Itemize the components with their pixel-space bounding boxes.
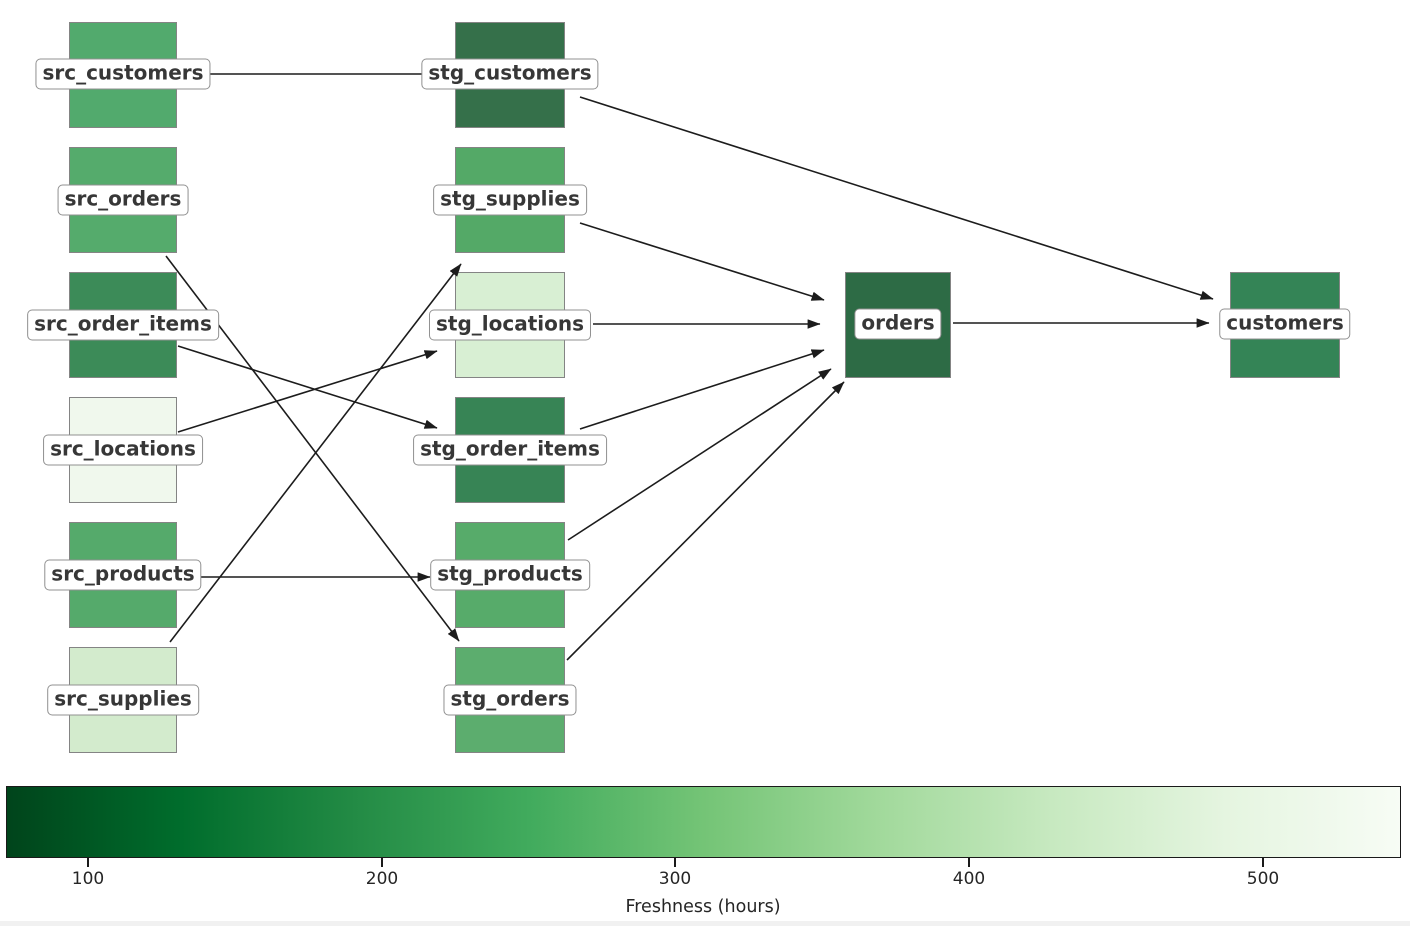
- colorbar-axis-label: Freshness (hours): [625, 897, 781, 917]
- node-label-stg_locations: stg_locations: [428, 309, 592, 341]
- edge-stg_customers-customers: [579, 96, 1214, 300]
- colorbar-tick-label-300: 300: [658, 869, 692, 889]
- node-label-customers: customers: [1219, 308, 1351, 340]
- bottom-strip: [0, 921, 1410, 926]
- node-label-stg_orders: stg_orders: [443, 684, 577, 716]
- colorbar-tick-200: [381, 858, 383, 867]
- freshness-colorbar: [6, 786, 1401, 858]
- colorbar-tick-label-500: 500: [1246, 869, 1280, 889]
- node-label-stg_products: stg_products: [430, 559, 590, 591]
- colorbar-tick-100: [87, 858, 89, 867]
- node-label-orders: orders: [854, 308, 942, 340]
- colorbar-tick-500: [1262, 858, 1264, 867]
- node-label-src_orders: src_orders: [57, 184, 189, 216]
- colorbar-tick-label-400: 400: [952, 869, 986, 889]
- edge-src_locations-stg_locations: [177, 350, 438, 433]
- edge-stg_supplies-orders: [579, 222, 825, 301]
- edge-stg_order_items-orders: [579, 349, 825, 430]
- edge-src_supplies-stg_supplies: [169, 263, 462, 643]
- node-label-src_locations: src_locations: [43, 434, 203, 466]
- edge-stg_orders-orders: [566, 381, 845, 661]
- colorbar-tick-300: [674, 858, 676, 867]
- colorbar-tick-label-100: 100: [71, 869, 105, 889]
- edge-src_order_items-stg_order_items: [177, 345, 438, 429]
- node-label-stg_order_items: stg_order_items: [413, 434, 607, 466]
- node-label-src_customers: src_customers: [35, 58, 211, 90]
- node-label-src_supplies: src_supplies: [47, 684, 199, 716]
- edge-stg_products-orders: [567, 368, 832, 541]
- node-label-src_order_items: src_order_items: [27, 309, 219, 341]
- node-label-stg_customers: stg_customers: [421, 58, 599, 90]
- node-label-src_products: src_products: [44, 559, 202, 591]
- colorbar-tick-400: [968, 858, 970, 867]
- node-label-stg_supplies: stg_supplies: [433, 184, 587, 216]
- colorbar-tick-label-200: 200: [365, 869, 399, 889]
